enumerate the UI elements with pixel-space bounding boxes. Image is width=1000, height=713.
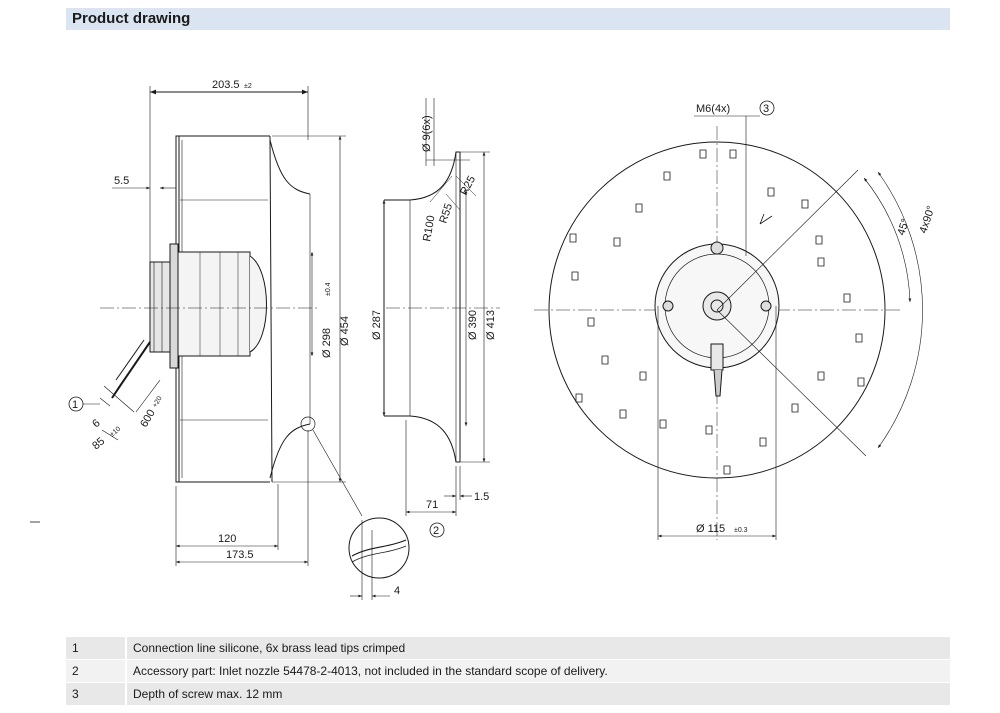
dim-angle-45: 45° bbox=[895, 217, 912, 237]
note-text: Accessory part: Inlet nozzle 54478-2-401… bbox=[126, 659, 950, 683]
dim-71: 71 bbox=[426, 499, 438, 511]
dim-173: 173.5 bbox=[226, 549, 254, 561]
dim-r55: R55 bbox=[437, 202, 455, 225]
blade-slots bbox=[569, 149, 865, 475]
dim-cable-600: 600 bbox=[138, 408, 158, 430]
dim-r100: R100 bbox=[421, 215, 437, 243]
callout-3: 3 bbox=[763, 103, 769, 115]
dim-cable-85-tol: ±10 bbox=[109, 426, 122, 439]
dim-r25: R25 bbox=[458, 174, 478, 197]
dim-d287: Ø 287 bbox=[371, 310, 383, 340]
notes-table: 1 Connection line silicone, 6x brass lea… bbox=[66, 637, 950, 706]
dim-d298: Ø 298 bbox=[321, 328, 333, 358]
dim-1-5: 1.5 bbox=[474, 491, 489, 503]
dim-d413: Ø 413 bbox=[485, 310, 497, 340]
callout-2: 2 bbox=[433, 525, 439, 537]
dim-d115-tol: ±0.3 bbox=[734, 527, 748, 534]
dim-cable-85: 85 bbox=[90, 435, 107, 452]
note-text: Connection line silicone, 6x brass lead … bbox=[126, 637, 950, 660]
dim-d298-tol: ±0.4 bbox=[325, 282, 332, 296]
dim-overall-width-tol: ±2 bbox=[244, 83, 252, 90]
dim-hole: Ø 9(6x) bbox=[421, 115, 433, 152]
note-number: 1 bbox=[66, 637, 127, 660]
table-row: 2 Accessory part: Inlet nozzle 54478-2-4… bbox=[66, 659, 950, 683]
side-view bbox=[99, 86, 410, 600]
section-header: Product drawing bbox=[66, 8, 950, 30]
dim-cable-600-tol: +20 bbox=[152, 395, 164, 409]
dim-120: 120 bbox=[218, 533, 236, 545]
callouts bbox=[68, 100, 775, 538]
dim-d390: Ø 390 bbox=[467, 310, 479, 340]
dim-angle-4x90: 4x90° bbox=[917, 204, 937, 235]
note-text: Depth of screw max. 12 mm bbox=[126, 682, 950, 706]
dim-d454: Ø 454 bbox=[339, 316, 351, 346]
note-number: 3 bbox=[66, 682, 127, 706]
table-row: 1 Connection line silicone, 6x brass lea… bbox=[66, 637, 950, 660]
dim-offset: 5.5 bbox=[114, 175, 129, 187]
dim-cable-6: 6 bbox=[90, 417, 102, 430]
table-row: 3 Depth of screw max. 12 mm bbox=[66, 682, 950, 706]
dim-overall-width: 203.5 bbox=[212, 79, 240, 91]
dim-m6: M6(4x) bbox=[696, 103, 730, 115]
callout-1: 1 bbox=[72, 399, 78, 411]
inlet-nozzle-view bbox=[382, 98, 500, 516]
detail-circle bbox=[348, 517, 410, 579]
section-title: Product drawing bbox=[72, 10, 191, 27]
dim-d115: Ø 115 bbox=[696, 523, 725, 535]
front-view bbox=[534, 115, 923, 540]
dim-4: 4 bbox=[394, 585, 400, 597]
note-number: 2 bbox=[66, 659, 127, 683]
